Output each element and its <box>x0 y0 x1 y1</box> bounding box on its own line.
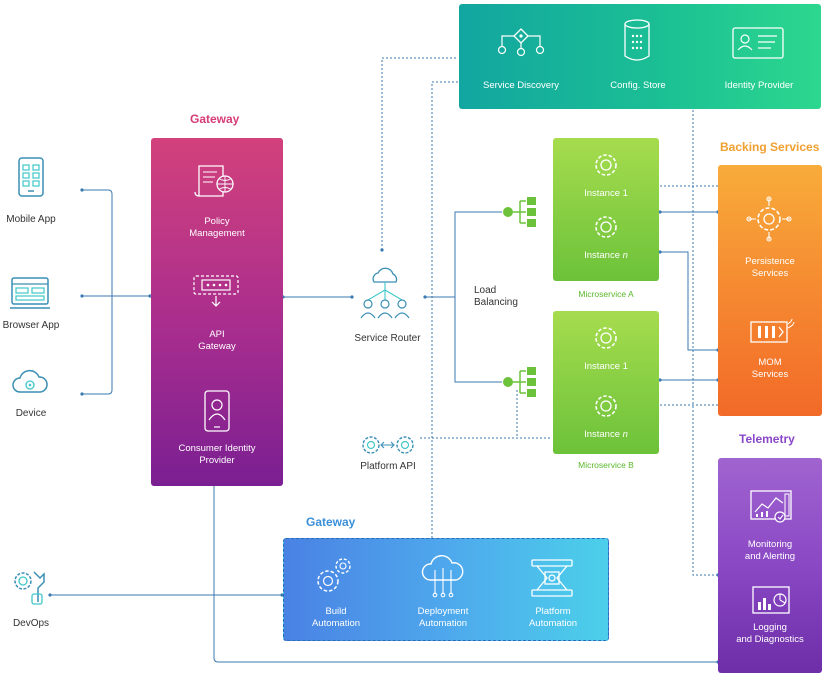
microservice-b-instance-n-label: Instance n <box>553 429 659 441</box>
api-gateway-icon <box>193 275 239 307</box>
microservice-b-panel <box>553 311 659 454</box>
device-label: Device <box>15 408 47 419</box>
mom-services-queue-icon <box>750 318 795 343</box>
microservice-b-instance-1-label: Instance 1 <box>584 361 628 372</box>
monitoring-dashboard-icon <box>750 490 792 523</box>
instance-1-gear-icon <box>595 327 617 349</box>
microservice-a-instance-1-label: Instance 1 <box>584 188 628 199</box>
instance-n-gear-icon <box>595 216 617 238</box>
load-balancing-label: Load Balancing <box>474 285 518 308</box>
telemetry-panel <box>718 458 822 673</box>
config-store-label: Config. Store <box>610 80 666 91</box>
backing-services-panel <box>718 165 822 416</box>
devops-gear-wrench-icon <box>14 571 45 605</box>
browser-app-icon <box>10 277 50 309</box>
mobile-app-label: Mobile App <box>6 214 56 225</box>
service-router-icon <box>360 267 410 319</box>
identity-provider-label: Identity Provider <box>724 80 794 91</box>
automation-heading: Gateway <box>306 515 356 529</box>
build-automation-gears-icon <box>317 558 351 592</box>
browser-app-label: Browser App <box>2 320 60 331</box>
policy-document-icon <box>194 165 234 197</box>
instance-n-variable: n <box>622 250 628 261</box>
microservice-b-label: Microservice B <box>578 460 634 470</box>
backing-services-heading: Backing Services <box>720 140 820 154</box>
microservice-a-instance-n-label: Instance n <box>553 250 659 262</box>
consumer-identity-phone-icon <box>204 390 230 432</box>
mom-services-label: MOM Services <box>751 357 789 380</box>
platform-automation-label: Platform Automation <box>528 606 578 629</box>
load-balancer-b-icon <box>503 367 536 397</box>
platform-api-gears-icon <box>362 436 414 454</box>
devops-label: DevOps <box>12 618 50 629</box>
persistence-services-label: Persistence Services <box>745 256 795 279</box>
persistence-services-gear-icon <box>746 196 792 242</box>
device-cloud-icon <box>12 369 48 393</box>
build-automation-label: Build Automation <box>311 606 361 629</box>
load-balancer-a-icon <box>503 197 536 227</box>
service-discovery-label: Service Discovery <box>482 80 560 91</box>
identity-provider-card-icon <box>732 27 784 59</box>
microservice-a-panel <box>553 138 659 281</box>
instance-n-prefix: Instance <box>584 429 623 440</box>
top-services-panel <box>459 4 821 109</box>
api-gateway-label: API Gateway <box>198 329 236 352</box>
service-router-label: Service Router <box>354 333 421 344</box>
service-discovery-icon <box>497 28 545 57</box>
logging-chart-icon <box>752 586 790 614</box>
config-store-database-icon <box>624 19 650 61</box>
microservice-a-label: Microservice A <box>578 289 634 299</box>
deployment-cloud-icon <box>421 555 464 598</box>
instance-1-gear-icon <box>595 154 617 176</box>
consumer-identity-provider-label: Consumer Identity Provider <box>178 443 256 466</box>
instance-n-variable: n <box>622 429 628 440</box>
mobile-app-icon <box>18 157 44 197</box>
instance-n-gear-icon <box>595 395 617 417</box>
gateway-heading: Gateway <box>190 112 240 126</box>
instance-n-prefix: Instance <box>584 250 623 261</box>
logging-diagnostics-label: Logging and Diagnostics <box>736 622 804 645</box>
deployment-automation-label: Deployment Automation <box>417 606 469 629</box>
policy-management-label: Policy Management <box>189 216 245 239</box>
telemetry-heading: Telemetry <box>739 432 795 446</box>
platform-automation-icon <box>531 559 573 597</box>
monitoring-alerting-label: Monitoring and Alerting <box>744 539 796 562</box>
platform-api-label: Platform API <box>360 461 416 472</box>
